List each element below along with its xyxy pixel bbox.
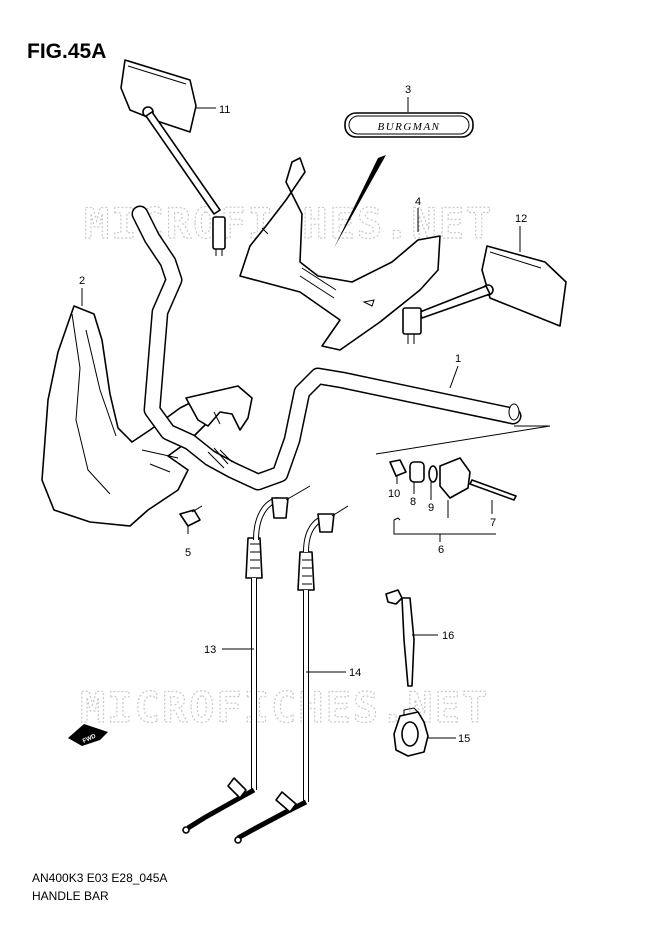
callout-9: 9 <box>428 502 434 514</box>
bar-end-parts <box>389 457 517 501</box>
cable-tie <box>385 589 415 687</box>
callout-10: 10 <box>388 488 400 500</box>
callout-5: 5 <box>185 547 191 559</box>
figure-name: HANDLE BAR <box>32 889 109 903</box>
callout-numbers: 1 2 3 4 5 6 7 8 9 10 11 12 13 14 15 16 <box>79 84 527 745</box>
lower-cover <box>41 305 233 527</box>
emblem-arrow <box>334 155 386 248</box>
callout-11: 11 <box>219 104 230 116</box>
leader-lines <box>81 97 551 739</box>
callout-3: 3 <box>405 84 411 96</box>
callout-6: 6 <box>438 544 444 556</box>
fwd-direction-badge: FWD <box>68 724 108 746</box>
callout-14: 14 <box>349 667 361 679</box>
callout-15: 15 <box>458 733 470 745</box>
cable-13 <box>182 485 311 834</box>
handle-cover <box>239 157 441 351</box>
handle-bar <box>131 205 522 491</box>
watermark-bottom: MICROFICHES.NET <box>80 683 489 732</box>
model-code: AN400K3 E03 E28_045A <box>32 871 168 885</box>
callout-16: 16 <box>442 630 454 642</box>
figure-title: FIG.45A <box>27 40 107 63</box>
burgman-emblem: BURGMAN <box>344 112 474 138</box>
callout-2: 2 <box>79 275 85 287</box>
left-mirror <box>120 59 226 256</box>
clamp <box>393 707 429 757</box>
callout-8: 8 <box>410 496 416 508</box>
callout-1: 1 <box>455 353 461 365</box>
cable-14 <box>234 505 349 844</box>
right-mirror <box>402 245 567 344</box>
callout-4: 4 <box>415 196 421 208</box>
callout-13: 13 <box>204 644 216 656</box>
callout-7: 7 <box>490 517 496 529</box>
callout-12: 12 <box>515 213 527 225</box>
emblem-text: BURGMAN <box>377 121 440 133</box>
screw-5 <box>179 505 203 527</box>
fwd-label: FWD <box>82 733 98 744</box>
